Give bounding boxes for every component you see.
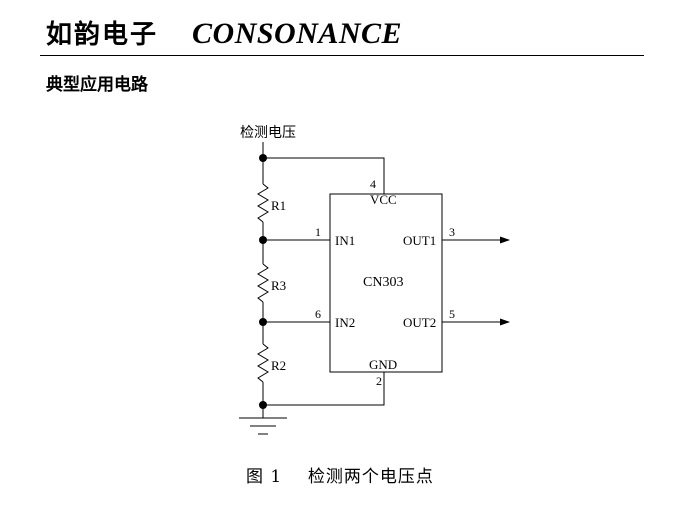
resistor-r1-label: R1 — [271, 198, 286, 213]
pin-out2-name: OUT2 — [403, 315, 436, 330]
pin-vcc-name: VCC — [370, 192, 397, 207]
figure-caption: 图 1 检测两个电压点 — [246, 462, 434, 487]
resistor-r3-label: R3 — [271, 278, 286, 293]
pin-in1-number: 1 — [315, 225, 321, 239]
junction-dot-in2 — [259, 318, 267, 326]
pin-in2-number: 6 — [315, 307, 321, 321]
header-divider — [40, 55, 644, 56]
out2-arrow-icon — [500, 318, 510, 326]
section-title: 典型应用电路 — [46, 75, 148, 95]
input-voltage-label: 检测电压 — [240, 125, 296, 141]
out1-arrow-icon — [500, 236, 510, 244]
pin-gnd-name: GND — [369, 357, 397, 372]
page-header: 如韵电子 CONSONANCE — [46, 14, 402, 51]
pin-gnd-number: 2 — [376, 374, 382, 388]
resistor-r1-symbol — [257, 183, 269, 223]
resistor-r2-symbol — [257, 343, 269, 383]
figure-title: 检测两个电压点 — [307, 467, 434, 487]
pin-vcc-number: 4 — [370, 177, 376, 191]
brand-name-chinese: 如韵电子 — [46, 20, 159, 50]
pin-in2-name: IN2 — [335, 315, 355, 330]
resistor-r3-symbol — [257, 263, 269, 303]
junction-dot-vcc — [259, 154, 267, 162]
wire-gnd — [263, 372, 385, 406]
brand-name-english: CONSONANCE — [192, 17, 403, 50]
pin-out2-number: 5 — [449, 307, 455, 321]
resistor-r2-label: R2 — [271, 358, 286, 373]
pin-out1-name: OUT1 — [403, 233, 436, 248]
figure-number: 图 1 — [246, 467, 283, 487]
junction-dot-gnd — [259, 401, 267, 409]
pin-in1-name: IN1 — [335, 233, 355, 248]
junction-dot-in1 — [259, 236, 267, 244]
pin-out1-number: 3 — [449, 225, 455, 239]
chip-name-label: CN303 — [363, 275, 403, 290]
wire-vcc — [263, 157, 385, 194]
chip-body — [329, 193, 443, 373]
